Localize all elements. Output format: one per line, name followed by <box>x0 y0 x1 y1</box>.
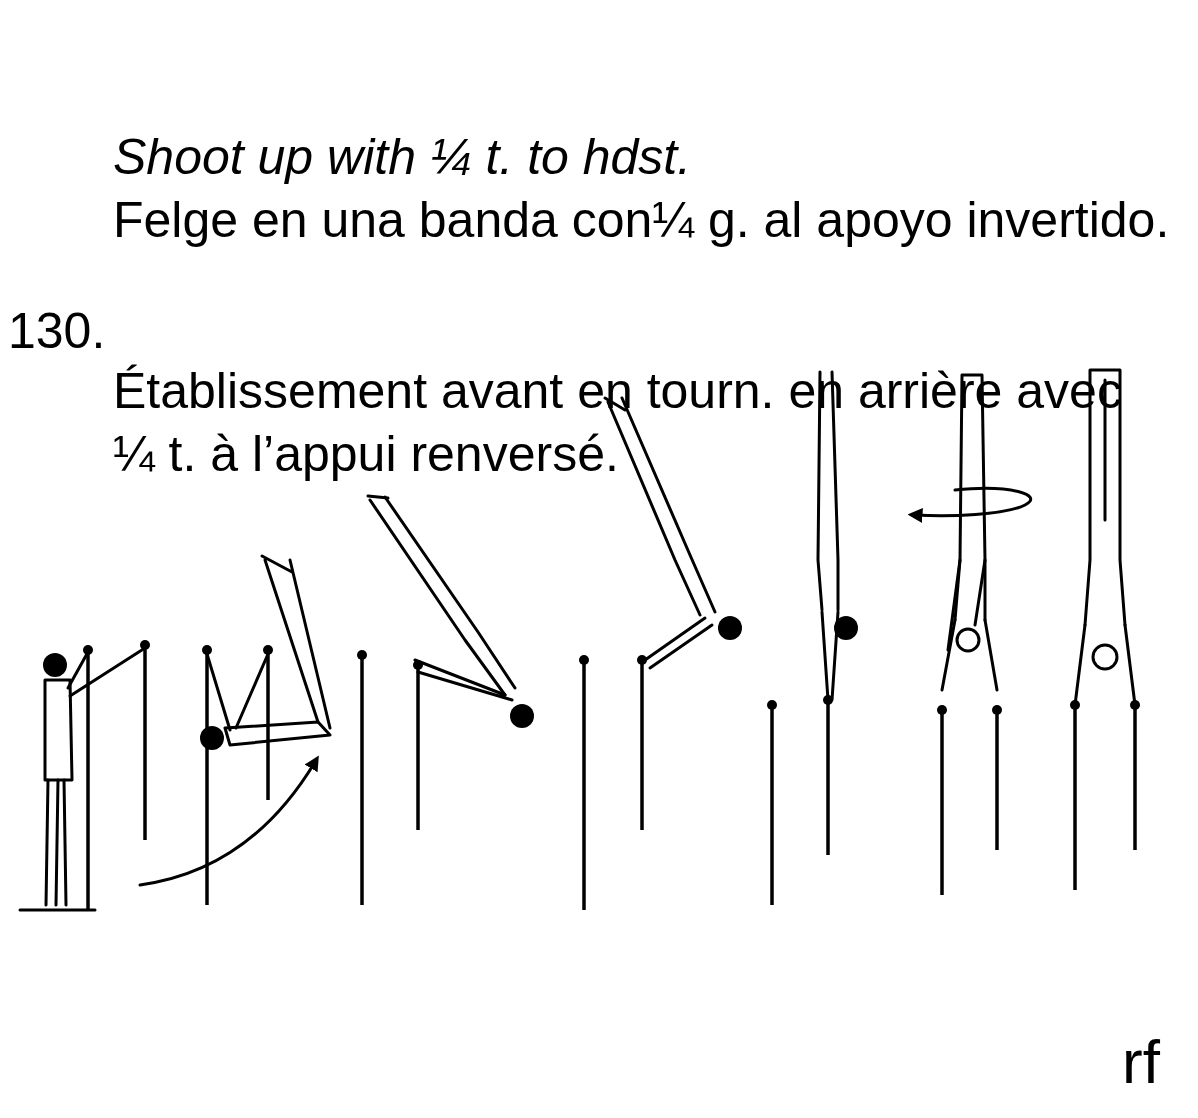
torso <box>225 722 330 745</box>
leg-shading <box>948 560 985 650</box>
arms <box>822 612 838 700</box>
floor-line <box>20 909 95 912</box>
arms <box>415 660 512 700</box>
gymnast-rising <box>368 496 534 728</box>
english-description: Shoot up with ¼ t. to hdst. <box>113 126 691 189</box>
bar <box>826 702 830 855</box>
bar <box>995 712 999 850</box>
turn-arrow <box>915 488 1031 515</box>
bar-end <box>937 705 947 715</box>
feet <box>368 496 388 498</box>
bar <box>360 657 364 905</box>
bar-end <box>579 655 589 665</box>
bar <box>86 652 90 910</box>
bar <box>416 667 420 830</box>
bar-end <box>357 650 367 660</box>
gymnast-standing <box>43 648 145 905</box>
arms <box>1075 625 1135 705</box>
body <box>370 497 515 695</box>
head <box>957 629 979 651</box>
bar <box>940 712 944 895</box>
head <box>43 653 67 677</box>
bar <box>582 662 586 910</box>
head <box>718 616 742 640</box>
bar <box>143 647 147 840</box>
arms <box>645 618 712 668</box>
head <box>200 726 224 750</box>
swing-arrow <box>140 762 315 885</box>
bar <box>640 662 644 830</box>
bar <box>1133 707 1137 850</box>
gymnast-handstand-side <box>818 372 858 700</box>
head <box>1093 645 1117 669</box>
french-description: Établissement avant en tourn. en arrière… <box>113 360 1153 486</box>
author-initials: rf <box>1122 1030 1160 1093</box>
gymnast-turning <box>942 375 997 690</box>
gymnast-pike <box>200 556 330 750</box>
bar-end <box>992 705 1002 715</box>
head <box>510 704 534 728</box>
spanish-description: Felge en una banda con¼ g. al apoyo inve… <box>113 189 1169 252</box>
legs <box>46 780 66 905</box>
bar-end <box>767 700 777 710</box>
bar <box>1073 707 1077 890</box>
legs <box>262 556 330 728</box>
gymnast-arriving <box>605 398 742 668</box>
element-number: 130. <box>8 300 105 363</box>
body <box>608 398 715 615</box>
arms <box>68 648 145 696</box>
torso <box>45 680 72 780</box>
arms <box>207 654 268 730</box>
bar <box>770 707 774 905</box>
gymnast-handstand-front <box>1075 370 1135 705</box>
parallel-bars <box>83 640 1140 910</box>
